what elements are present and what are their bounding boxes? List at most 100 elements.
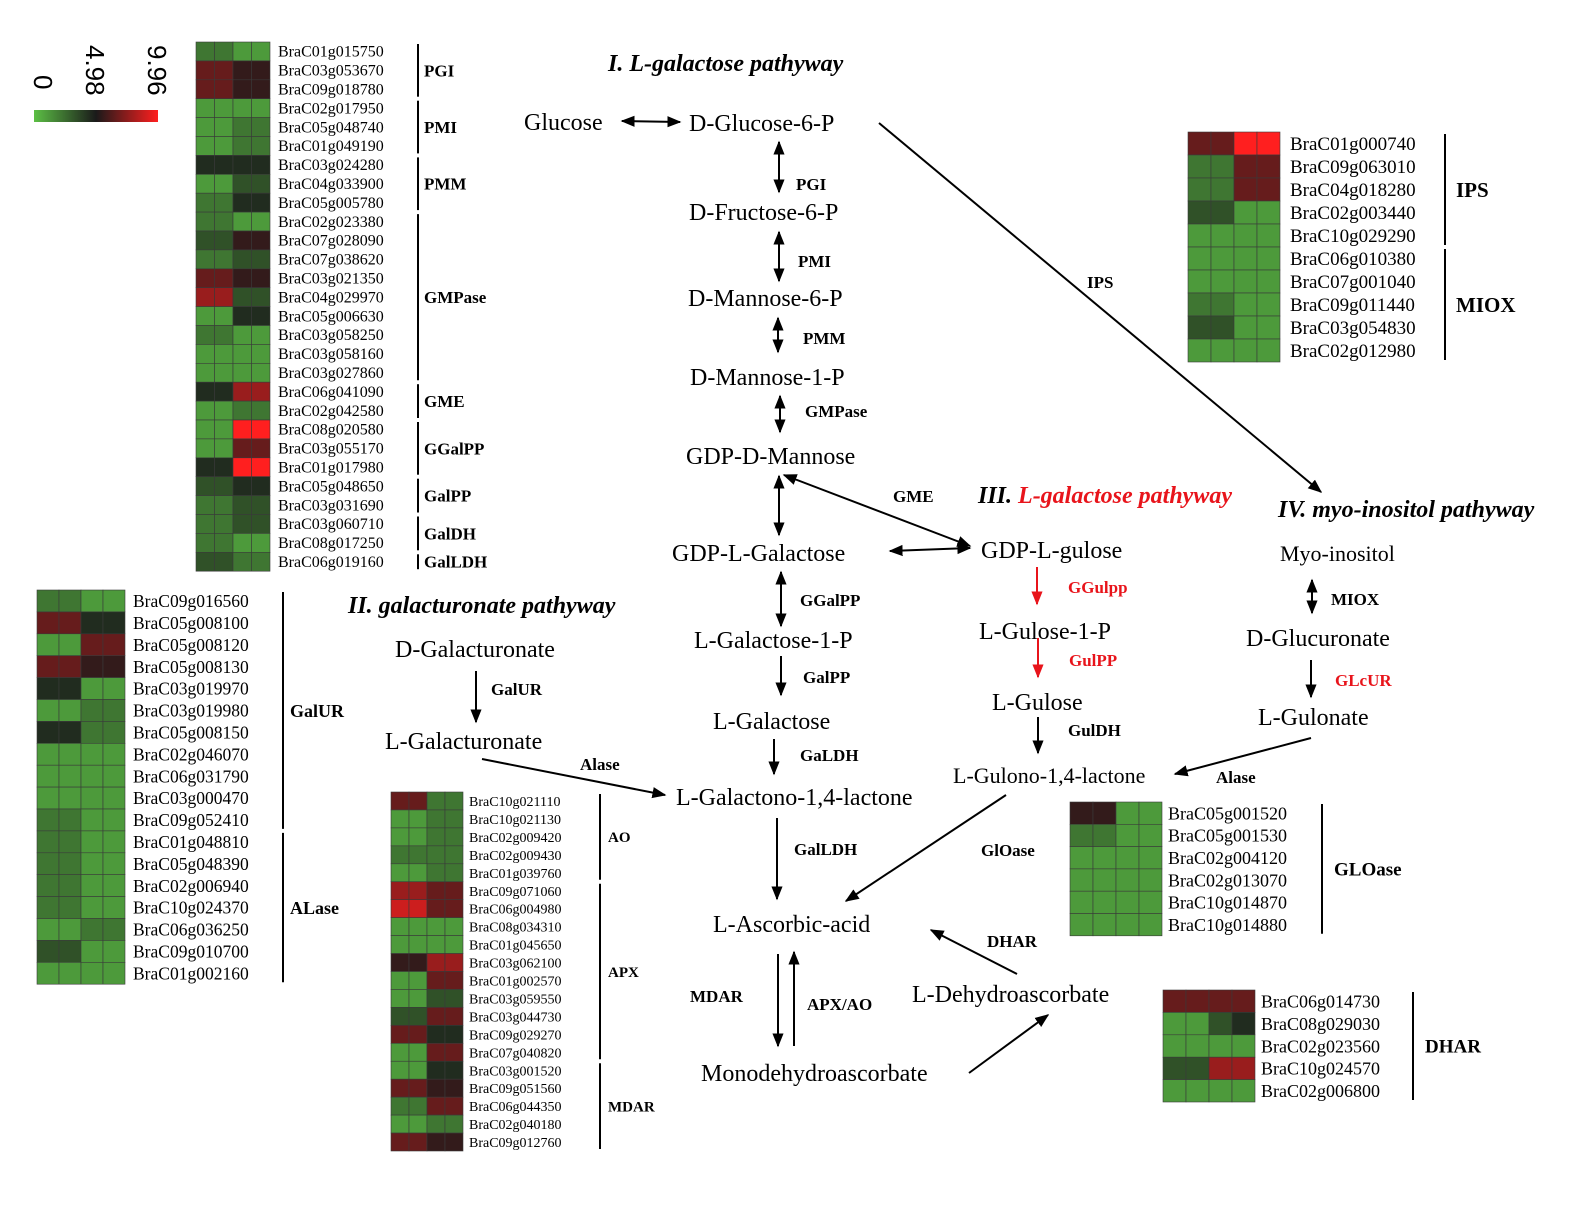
title-galacturonate-pathway: II. galacturonate pathyway bbox=[347, 593, 616, 619]
heatmap-cell bbox=[1256, 177, 1281, 202]
title-pathway-number: III. bbox=[977, 483, 1012, 509]
heatmap-cell bbox=[390, 791, 410, 811]
heatmap-cell bbox=[58, 918, 82, 941]
gene-label: BraC03g059550 bbox=[469, 992, 562, 1007]
gene-label: BraC03g024280 bbox=[278, 157, 384, 174]
heatmap-cell bbox=[251, 136, 271, 156]
heatmap-cell bbox=[1138, 846, 1163, 870]
heatmap-cell bbox=[251, 249, 271, 270]
heatmap-cell bbox=[390, 1060, 410, 1080]
heatmap-cell bbox=[1069, 868, 1094, 892]
heatmap-cell bbox=[195, 476, 215, 496]
heatmap-cell bbox=[444, 1096, 464, 1116]
heatmap-cell bbox=[444, 953, 464, 972]
heatmap-cell bbox=[214, 174, 234, 194]
heatmap-cell bbox=[1187, 315, 1212, 340]
arrow-dha-asa bbox=[929, 929, 1018, 975]
heatmap-cell bbox=[58, 589, 82, 613]
heatmap-cell bbox=[408, 971, 428, 990]
heatmap-cell bbox=[408, 953, 428, 972]
enzyme-gloase: GlOase bbox=[981, 841, 1035, 860]
heatmap-cell bbox=[214, 400, 234, 421]
heatmap-cell bbox=[408, 1078, 428, 1098]
heatmap-cell bbox=[214, 155, 234, 175]
metabolite-l-galacturonate: L-Galacturonate bbox=[385, 729, 542, 755]
heatmap-cell bbox=[102, 808, 126, 832]
heatmap-cell bbox=[1256, 292, 1281, 317]
metabolite-l-gulonate: L-Gulonate bbox=[1258, 705, 1369, 731]
gene-label: BraC01g000740 bbox=[1290, 134, 1416, 155]
heatmap-cell bbox=[1138, 868, 1163, 892]
gene-label: BraC10g014880 bbox=[1168, 915, 1287, 935]
heatmap-cell bbox=[195, 136, 215, 156]
heatmap-cell bbox=[408, 899, 428, 918]
heatmap-cell bbox=[1208, 1034, 1233, 1058]
heatmap-cell bbox=[426, 827, 446, 847]
gene-label: BraC02g046070 bbox=[133, 744, 249, 764]
heatmap-cell bbox=[232, 287, 252, 307]
enzyme-gulpp: GulPP bbox=[1069, 651, 1117, 670]
heatmap-cell bbox=[444, 1043, 464, 1062]
gene-label: BraC06g010380 bbox=[1290, 249, 1416, 270]
metabolite-glucose: Glucose bbox=[524, 110, 603, 136]
heatmap-cell bbox=[251, 476, 271, 496]
heatmap-cell bbox=[214, 514, 234, 534]
heatmap-cell bbox=[426, 1114, 446, 1134]
heatmap-cell bbox=[1233, 269, 1258, 294]
arrow-lgalur-lgalono bbox=[481, 758, 667, 799]
heatmap-cell bbox=[195, 117, 215, 137]
heatmap-cell bbox=[444, 881, 464, 901]
heatmap-cell bbox=[80, 918, 104, 941]
heatmap-cell bbox=[80, 940, 104, 963]
heatmap-cell bbox=[426, 989, 446, 1008]
heatmap-cell bbox=[251, 495, 271, 515]
heatmap-cell bbox=[444, 845, 464, 865]
arrow-lgulon-lgulono bbox=[1173, 737, 1312, 777]
heatmap-cell bbox=[408, 1007, 428, 1026]
gene-label: BraC10g024370 bbox=[133, 898, 249, 918]
heatmap-cell bbox=[390, 881, 410, 901]
heatmap-cell bbox=[232, 268, 252, 288]
heatmap-cell bbox=[58, 830, 82, 854]
heatmap-cell bbox=[1210, 269, 1235, 294]
heatmap-cell bbox=[102, 742, 126, 766]
heatmap-cell bbox=[232, 381, 252, 402]
group-label: PGI bbox=[424, 61, 455, 80]
heatmap-cell bbox=[1231, 1079, 1256, 1103]
heatmap-cell bbox=[102, 896, 126, 919]
heatmap-cell bbox=[232, 79, 252, 100]
heatmap-cell bbox=[214, 476, 234, 496]
group-label: AO bbox=[608, 830, 631, 846]
heatmap-cell bbox=[1256, 154, 1281, 179]
enzyme-apx-ao: APX/AO bbox=[807, 995, 872, 1014]
heatmap-cell bbox=[251, 438, 271, 459]
heatmap-cell bbox=[195, 79, 215, 100]
heatmap-cell bbox=[1256, 338, 1281, 363]
heatmap-cell bbox=[195, 495, 215, 515]
gene-label: BraC01g015750 bbox=[278, 44, 384, 61]
heatmap-cell bbox=[1162, 1034, 1187, 1058]
heatmap-cell bbox=[444, 1078, 464, 1098]
arrow-lgulono-asa bbox=[844, 794, 1007, 902]
heatmap-cell bbox=[102, 852, 126, 875]
heatmap-cell bbox=[251, 533, 271, 553]
heatmap-cell bbox=[195, 60, 215, 81]
heatmap-cell bbox=[1210, 223, 1235, 248]
heatmap-cell bbox=[195, 41, 215, 62]
metabolite-d-glucose-6-p: D-Glucose-6-P bbox=[689, 111, 834, 137]
gene-label: BraC10g024570 bbox=[1261, 1059, 1380, 1079]
heatmap-cell bbox=[251, 155, 271, 175]
heatmap-cell bbox=[408, 917, 428, 936]
heatmap-cell bbox=[195, 419, 215, 440]
metabolite-gdp-l-galactose: GDP-L-Galactose bbox=[672, 541, 845, 567]
heatmap-cell bbox=[1069, 913, 1094, 937]
arrow-gdplgal-gdpgul bbox=[888, 542, 972, 557]
gene-label: BraC02g012980 bbox=[1290, 341, 1416, 362]
heatmap-cell bbox=[408, 791, 428, 811]
heatmap-cell bbox=[58, 786, 82, 810]
group-label: PMI bbox=[424, 118, 457, 137]
heatmap-cell bbox=[58, 852, 82, 875]
gene-label: BraC10g014870 bbox=[1168, 893, 1287, 913]
heatmap-cell bbox=[251, 192, 271, 213]
heatmap-cell bbox=[1187, 200, 1212, 225]
